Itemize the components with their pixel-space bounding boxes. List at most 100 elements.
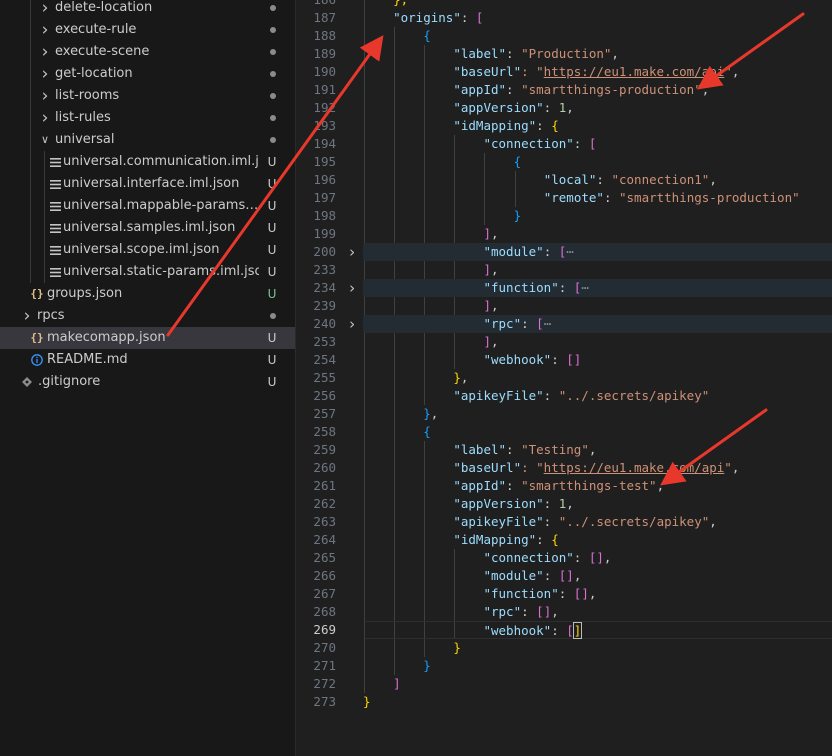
code-token: } xyxy=(423,406,431,421)
chevron-right-icon[interactable]: › xyxy=(41,0,49,18)
code-line[interactable]: "label": "Production", xyxy=(363,45,832,63)
folded-code-line[interactable]: "function": [⋯ xyxy=(363,279,832,297)
code-line[interactable]: "label": "Testing", xyxy=(363,441,832,459)
fold-ellipsis[interactable]: ⋯ xyxy=(581,280,589,295)
code-token: , xyxy=(551,604,559,619)
code-line[interactable]: "appVersion": 1, xyxy=(363,495,832,513)
code-token: : xyxy=(596,172,612,187)
code-line[interactable]: "function": [], xyxy=(363,585,832,603)
code-line[interactable]: ], xyxy=(363,297,832,315)
code-line[interactable]: "webhook": [] xyxy=(363,351,832,369)
folder-item-list-rooms[interactable]: ›list-rooms xyxy=(0,85,295,107)
code-line[interactable]: "appVersion": 1, xyxy=(363,99,832,117)
folded-code-line[interactable]: "module": [⋯ xyxy=(363,243,832,261)
code-line[interactable]: { xyxy=(363,27,832,45)
code-line[interactable]: "connection": [], xyxy=(363,549,832,567)
folded-code-line[interactable]: "rpc": [⋯ xyxy=(363,315,832,333)
fold-chevron-icon[interactable]: › xyxy=(347,315,357,333)
code-line[interactable]: }, xyxy=(363,405,832,423)
code-line[interactable]: }, xyxy=(363,369,832,387)
code-line[interactable]: "appId": "smartthings-test", xyxy=(363,477,832,495)
code-editor[interactable]: 186},187"origins": [188{189"label": "Pro… xyxy=(296,0,832,756)
code-token: : xyxy=(543,100,559,115)
tree-item-label: README.md xyxy=(47,352,128,367)
line-number: 234 xyxy=(313,280,336,295)
code-line[interactable]: "local": "connection1", xyxy=(363,171,832,189)
code-line[interactable]: } xyxy=(363,639,832,657)
folder-item-rpcs[interactable]: ›rpcs xyxy=(0,305,295,327)
chevron-right-icon[interactable]: › xyxy=(41,108,49,128)
fold-ellipsis[interactable]: ⋯ xyxy=(566,244,574,259)
code-token: ] xyxy=(483,334,491,349)
code-token: [ xyxy=(573,280,582,295)
tree-item-label: groups.json xyxy=(47,286,123,301)
code-line[interactable]: "appId": "smartthings-production", xyxy=(363,81,832,99)
code-token: , xyxy=(709,514,717,529)
code-line[interactable]: }, xyxy=(363,0,832,9)
chevron-right-icon[interactable]: › xyxy=(41,20,49,40)
folder-item-execute-scene[interactable]: ›execute-scene xyxy=(0,41,295,63)
code-line[interactable]: ] xyxy=(363,675,832,693)
folder-item-delete-location[interactable]: ›delete-location xyxy=(0,0,295,19)
code-line[interactable]: "origins": [ xyxy=(363,9,832,27)
code-line[interactable]: } xyxy=(363,207,832,225)
modified-dot-indicator xyxy=(270,115,276,121)
code-token: : xyxy=(573,550,589,565)
folder-item-execute-rule[interactable]: ›execute-rule xyxy=(0,19,295,41)
line-number: 188 xyxy=(313,28,336,43)
fold-ellipsis[interactable]: ⋯ xyxy=(543,316,552,331)
fold-chevron-icon[interactable]: › xyxy=(347,243,357,261)
code-line[interactable]: "rpc": [], xyxy=(363,603,832,621)
code-token: "connection1" xyxy=(611,172,710,187)
code-line[interactable]: ], xyxy=(363,225,832,243)
folder-item-list-rules[interactable]: ›list-rules xyxy=(0,107,295,129)
code-line[interactable]: "remote": "smartthings-production" xyxy=(363,189,832,207)
json-braces-icon: {} xyxy=(30,287,44,300)
fold-chevron-icon[interactable]: › xyxy=(347,279,357,297)
code-token: "baseUrl" xyxy=(453,64,522,79)
code-line[interactable]: { xyxy=(363,153,832,171)
line-number: 191 xyxy=(313,82,336,97)
code-line[interactable]: } xyxy=(363,657,832,675)
code-line[interactable]: "apikeyFile": "../.secrets/apikey" xyxy=(363,387,832,405)
code-line[interactable]: "apikeyFile": "../.secrets/apikey", xyxy=(363,513,832,531)
code-token: , xyxy=(491,298,499,313)
code-line[interactable]: "webhook": [] xyxy=(363,621,832,639)
code-line[interactable]: "module": [], xyxy=(363,567,832,585)
code-line[interactable]: ], xyxy=(363,261,832,279)
chevron-right-icon[interactable]: › xyxy=(41,42,49,62)
code-line[interactable]: } xyxy=(363,693,832,711)
tree-item-label: universal.communication.iml.json xyxy=(63,154,259,169)
line-number: 270 xyxy=(313,640,336,655)
code-token: : " xyxy=(521,64,544,79)
code-line[interactable]: "idMapping": { xyxy=(363,531,832,549)
chevron-right-icon[interactable]: › xyxy=(23,306,31,326)
code-line[interactable]: "idMapping": { xyxy=(363,117,832,135)
chevron-right-icon[interactable]: › xyxy=(41,64,49,84)
code-line[interactable]: { xyxy=(363,423,832,441)
folder-item-get-location[interactable]: ›get-location xyxy=(0,63,295,85)
code-token: "appId" xyxy=(453,82,507,97)
line-number: 190 xyxy=(313,64,336,79)
folder-item-universal[interactable]: ∨universal xyxy=(0,129,295,151)
code-token: 1 xyxy=(558,100,567,115)
chevron-right-icon[interactable]: › xyxy=(41,86,49,106)
code-line[interactable]: "baseUrl": "https://eu1.make.com/api", xyxy=(363,459,832,477)
code-line[interactable]: "connection": [ xyxy=(363,135,832,153)
code-token: : xyxy=(543,388,559,403)
code-line[interactable]: "baseUrl": "https://eu1.make.com/api", xyxy=(363,63,832,81)
code-line[interactable]: ], xyxy=(363,333,832,351)
chevron-down-icon[interactable]: ∨ xyxy=(40,133,50,146)
code-token: "remote" xyxy=(543,190,604,205)
tree-item-label: universal.mappable-params.iml.json xyxy=(63,198,259,213)
